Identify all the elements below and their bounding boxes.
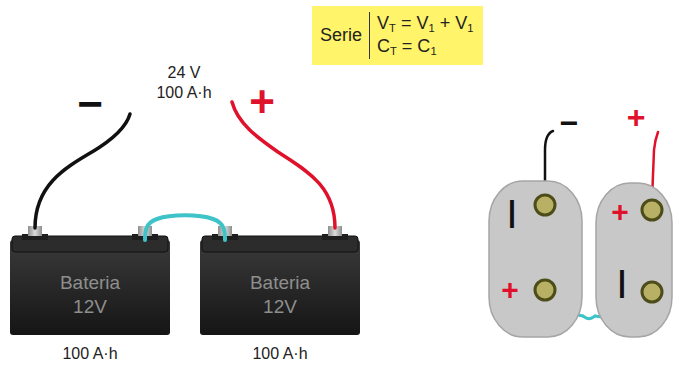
formula-box: Serie VT = V1 + V1CT = C1 <box>312 6 483 65</box>
polarity-sign: + <box>611 197 629 227</box>
formula: CT = C1 <box>377 35 473 58</box>
polarity-sign: + <box>501 275 519 305</box>
formula-title: Serie <box>320 25 362 46</box>
bridge-wire <box>583 316 595 319</box>
formula: VT = V1 + V1 <box>377 12 473 35</box>
polarity-sign: − <box>560 107 579 139</box>
polarity-sign: − <box>77 82 103 126</box>
polarity-sign: | <box>508 197 516 227</box>
battery-body <box>10 240 170 335</box>
polarity-sign: | <box>618 267 626 297</box>
cell-outline <box>488 180 583 338</box>
battery-right <box>200 226 360 335</box>
cell-outline <box>596 183 672 337</box>
battery: Bateria 12V100 A·h <box>200 240 360 335</box>
battery-body <box>200 240 360 335</box>
battery-symbol: +| <box>595 182 673 338</box>
voltage-label: 24 V <box>168 65 201 81</box>
cell-outline <box>595 182 673 338</box>
polarity-sign: + <box>249 80 275 124</box>
capacity-label: 100 A·h <box>62 345 117 363</box>
formula-column: VT = V1 + V1CT = C1 <box>369 12 473 59</box>
battery-left <box>10 226 170 335</box>
battery-label: Bateria 12V <box>250 271 310 319</box>
bridge-wire <box>145 215 225 240</box>
battery-symbol: |+ <box>488 180 583 338</box>
terminal <box>642 282 662 302</box>
cell-outline <box>489 181 582 337</box>
battery: Bateria 12V100 A·h <box>10 240 170 335</box>
polarity-sign: + <box>627 101 646 133</box>
capacity-label: 100 A·h <box>252 345 307 363</box>
capacity-label: 100 A·h <box>156 85 211 101</box>
terminal <box>535 195 555 215</box>
terminal <box>642 200 662 220</box>
battery-label: Bateria 12V <box>60 271 120 319</box>
positive-lead <box>232 102 335 228</box>
negative-lead <box>35 114 130 228</box>
terminal <box>535 280 555 300</box>
